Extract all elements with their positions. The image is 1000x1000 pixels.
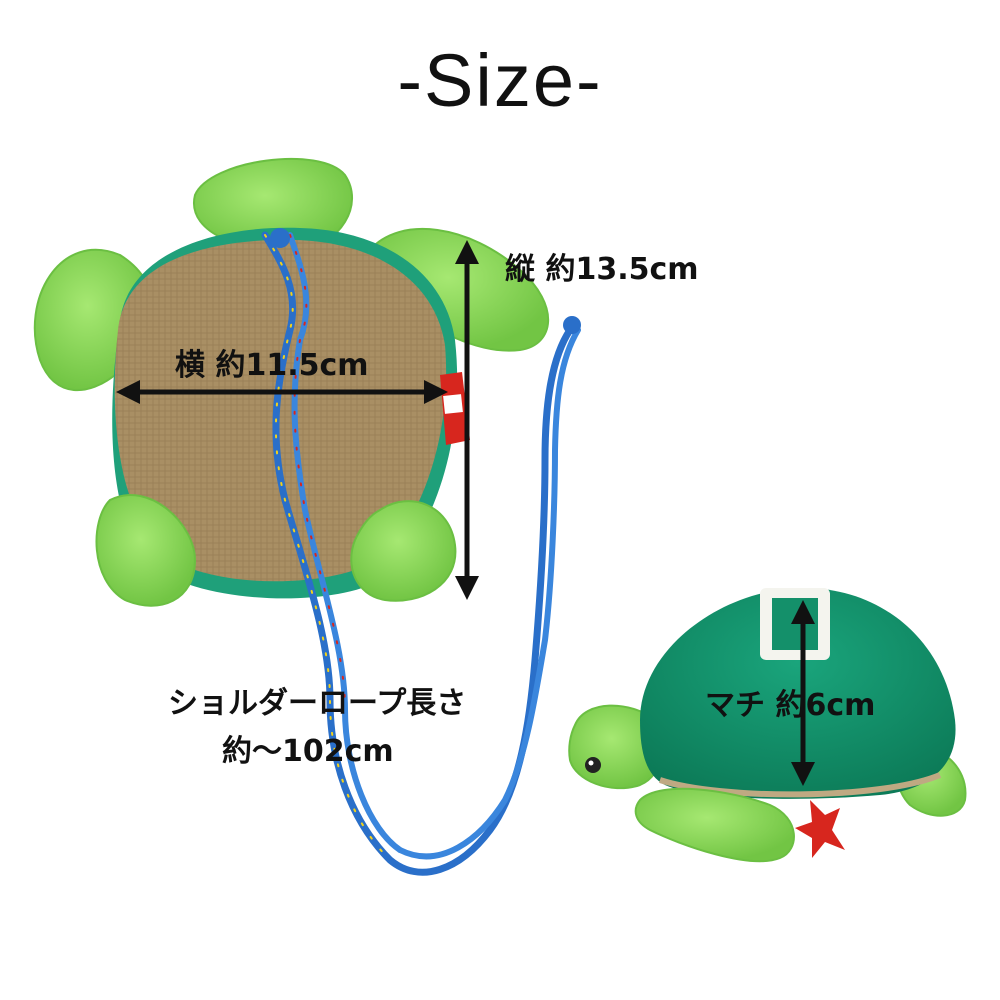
turtle-eye [585, 757, 601, 773]
height-arrow [455, 240, 479, 600]
turtle-side-view [568, 587, 967, 863]
page-title: -Size- [397, 39, 603, 122]
turtle-back-view [33, 157, 550, 607]
height-label: 縦 約13.5cm [505, 252, 699, 287]
shoulder-rope [261, 228, 581, 876]
side-front-flipper [634, 787, 795, 863]
shell-back-panel [114, 239, 447, 582]
side-shell [640, 587, 956, 799]
rope-length-label: ショルダーロープ長さ [168, 686, 467, 721]
depth-label: マチ 約6cm [705, 688, 876, 723]
rope-length-value: 約〜102cm [222, 734, 394, 769]
width-label: 横 約11.5cm [175, 348, 369, 383]
side-zipper [659, 772, 942, 798]
depth-arrow [791, 600, 815, 786]
width-arrow [116, 380, 448, 404]
rear-right-flipper [350, 500, 457, 602]
rear-left-flipper [95, 494, 197, 607]
zipper-pull-tag [795, 800, 845, 858]
